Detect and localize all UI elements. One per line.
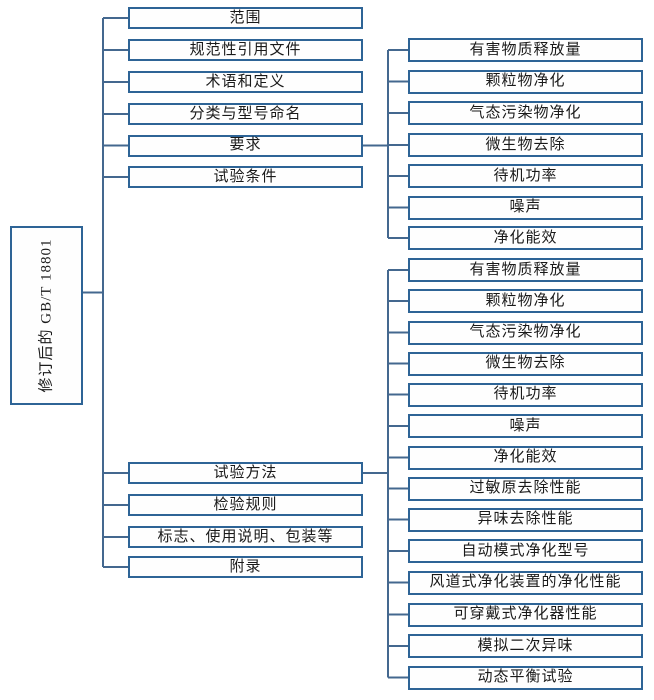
tree-node-section: 规范性引用文件 <box>128 39 363 61</box>
tree-node-requirement: 气态污染物净化 <box>408 101 643 125</box>
tree-node-section: 检验规则 <box>128 494 363 516</box>
tree-node-test-method: 颗粒物净化 <box>408 289 643 313</box>
root-node: 修订后的 GB/T 18801 <box>10 226 83 405</box>
tree-node-requirement: 噪声 <box>408 195 643 220</box>
tree-node-section: 附录 <box>128 556 363 578</box>
tree-node-section: 分类与型号命名 <box>128 103 363 125</box>
tree-node-requirement: 微生物去除 <box>408 133 643 157</box>
tree-node-test-method: 有害物质释放量 <box>408 258 643 282</box>
root-node-label: 修订后的 GB/T 18801 <box>38 238 54 393</box>
tree-node-requirement: 净化能效 <box>408 226 643 250</box>
tree-node-section: 要求 <box>128 134 363 157</box>
tree-node-test-method: 风道式净化装置的净化性能 <box>408 570 643 595</box>
tree-node-test-method: 模拟二次异味 <box>408 634 643 658</box>
tree-node-test-method: 异味去除性能 <box>408 507 643 532</box>
tree-node-requirement: 待机功率 <box>408 164 643 188</box>
tree-node-test-method: 待机功率 <box>408 382 643 407</box>
tree-node-section: 标志、使用说明、包装等 <box>128 526 363 548</box>
tree-node-test-method: 净化能效 <box>408 445 643 470</box>
tree-node-requirement: 颗粒物净化 <box>408 69 643 94</box>
tree-node-section: 术语和定义 <box>128 71 363 93</box>
tree-node-test-method: 动态平衡试验 <box>408 665 643 690</box>
tree-node-section: 试验方法 <box>128 462 363 484</box>
tree-node-test-method: 可穿戴式净化器性能 <box>408 602 643 627</box>
tree-node-test-method: 微生物去除 <box>408 351 643 376</box>
tree-node-test-method: 气态污染物净化 <box>408 320 643 345</box>
tree-node-section: 范围 <box>128 7 363 29</box>
tree-node-test-method: 噪声 <box>408 414 643 438</box>
tree-node-test-method: 过敏原去除性能 <box>408 476 643 501</box>
tree-node-test-method: 自动模式净化型号 <box>408 539 643 563</box>
tree-node-section: 试验条件 <box>128 166 363 188</box>
tree-node-requirement: 有害物质释放量 <box>408 38 643 62</box>
